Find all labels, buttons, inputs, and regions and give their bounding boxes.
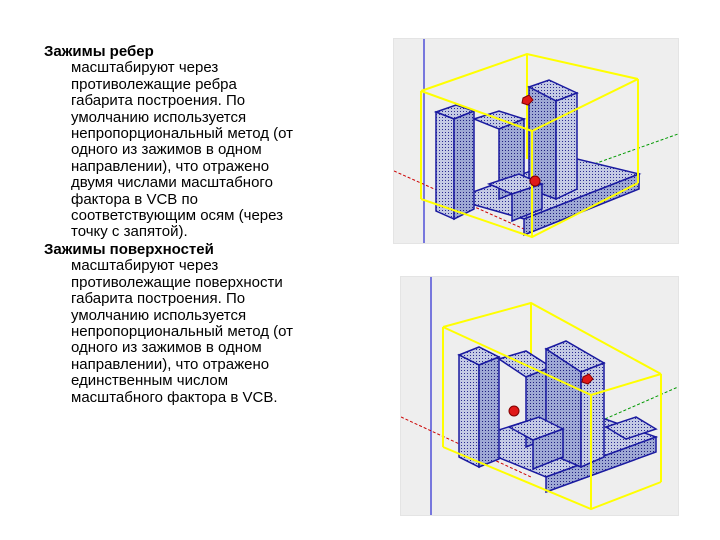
text-column: Зажимы ребер масштабируют через противол… bbox=[44, 43, 364, 407]
face-grips-description: масштабируют через противолежащие поверх… bbox=[71, 257, 294, 406]
bounding-box-back bbox=[420, 52, 639, 159]
face-grip-front[interactable] bbox=[508, 405, 520, 417]
face-grips-viewport bbox=[401, 277, 678, 515]
edge-grip-top[interactable] bbox=[521, 94, 534, 106]
model-geometry bbox=[433, 79, 642, 237]
edge-grips-viewport bbox=[394, 39, 678, 243]
face-grip-right[interactable] bbox=[581, 373, 594, 385]
face-grips-screenshot bbox=[400, 276, 679, 516]
model-geometry bbox=[457, 340, 659, 494]
face-grips-title: Зажимы поверхностей bbox=[44, 240, 214, 258]
edge-grips-description: масштабируют через противолежащие ребра … bbox=[71, 59, 294, 241]
edge-grips-title: Зажимы ребер bbox=[44, 43, 154, 60]
edge-grips-screenshot bbox=[393, 38, 679, 244]
edge-grip-bottom[interactable] bbox=[529, 175, 541, 187]
bounding-box-front bbox=[442, 326, 662, 511]
